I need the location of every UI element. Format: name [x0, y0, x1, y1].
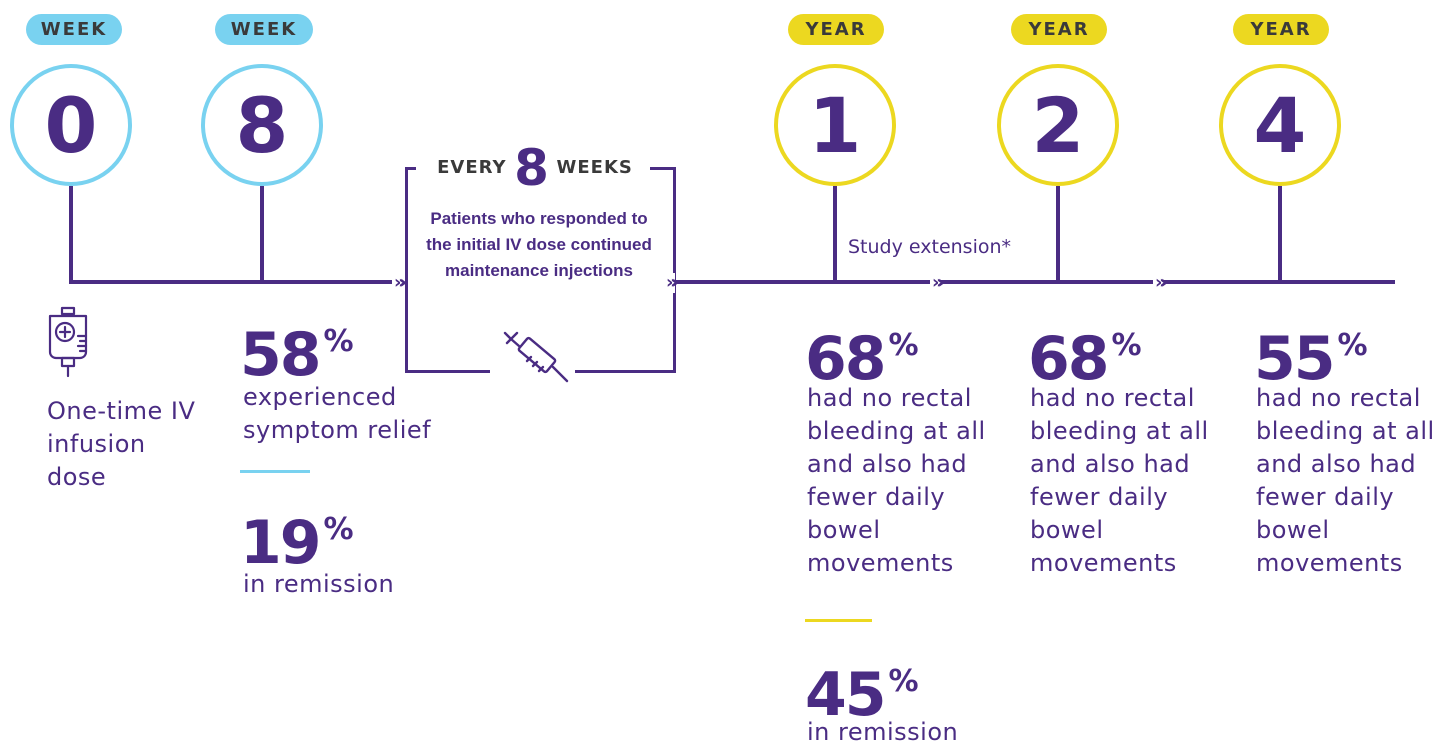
- stem-year-1: [833, 186, 837, 284]
- milestone-circle-year-1: 1: [774, 64, 896, 186]
- year-1-stat-1-value: 68%: [805, 324, 919, 394]
- milestone-circle-week-8: 8: [201, 64, 323, 186]
- syringe-icon: [503, 331, 569, 383]
- milestone-label-year-2: YEAR: [1011, 14, 1107, 45]
- arrow-marker-1: »›: [392, 272, 407, 293]
- milestone-label-week-0: WEEK: [26, 14, 122, 45]
- year-2-stat-1-value: 68%: [1028, 324, 1142, 394]
- timeline-segment-1: [69, 280, 400, 284]
- week-8-stat-1-value: 58%: [240, 320, 354, 390]
- milestone-circle-week-0: 0: [10, 64, 132, 186]
- year-1-stat-1-text: had no rectal bleeding at all and also h…: [807, 384, 986, 577]
- stem-week-0: [69, 186, 73, 284]
- maintenance-number: 8: [514, 139, 549, 197]
- maintenance-weeks: WEEKS: [556, 157, 633, 178]
- week-8-stat-2-value: 19%: [240, 508, 354, 578]
- milestone-label-year-4: YEAR: [1233, 14, 1329, 45]
- milestone-label-year-1: YEAR: [788, 14, 884, 45]
- arrow-marker-2: »›: [664, 272, 679, 293]
- arrow-marker-4: »›: [1153, 272, 1168, 293]
- stem-year-2: [1056, 186, 1060, 284]
- week-8-divider: [240, 470, 310, 473]
- week-8-stat-2-text: in remission: [243, 570, 395, 598]
- maintenance-every: EVERY: [437, 157, 507, 178]
- arrow-marker-3: »›: [930, 272, 945, 293]
- milestone-circle-year-2: 2: [997, 64, 1119, 186]
- year-1-divider: [805, 619, 872, 622]
- stem-week-8: [260, 186, 264, 284]
- year-1-stat-2-value: 45%: [805, 660, 919, 730]
- maintenance-text: Patients who responded to the initial IV…: [426, 209, 652, 280]
- iv-bag-icon: [48, 306, 88, 378]
- maintenance-heading: EVERY 8 WEEKS: [420, 140, 650, 200]
- milestone-circle-year-4: 4: [1219, 64, 1341, 186]
- timeline-segment-2: [675, 280, 1395, 284]
- year-1-stat-2-text: in remission: [807, 718, 959, 746]
- year-2-stat-1-text: had no rectal bleeding at all and also h…: [1030, 384, 1209, 577]
- infusion-label: One-time IV infusion dose: [47, 397, 196, 491]
- study-extension-label: Study extension*: [848, 236, 1012, 258]
- week-8-stat-1-text: experienced symptom relief: [243, 383, 432, 444]
- year-4-stat-1-text: had no rectal bleeding at all and also h…: [1256, 384, 1435, 577]
- year-4-stat-1-value: 55%: [1254, 324, 1368, 394]
- stem-year-4: [1278, 186, 1282, 284]
- milestone-label-week-8: WEEK: [215, 14, 313, 45]
